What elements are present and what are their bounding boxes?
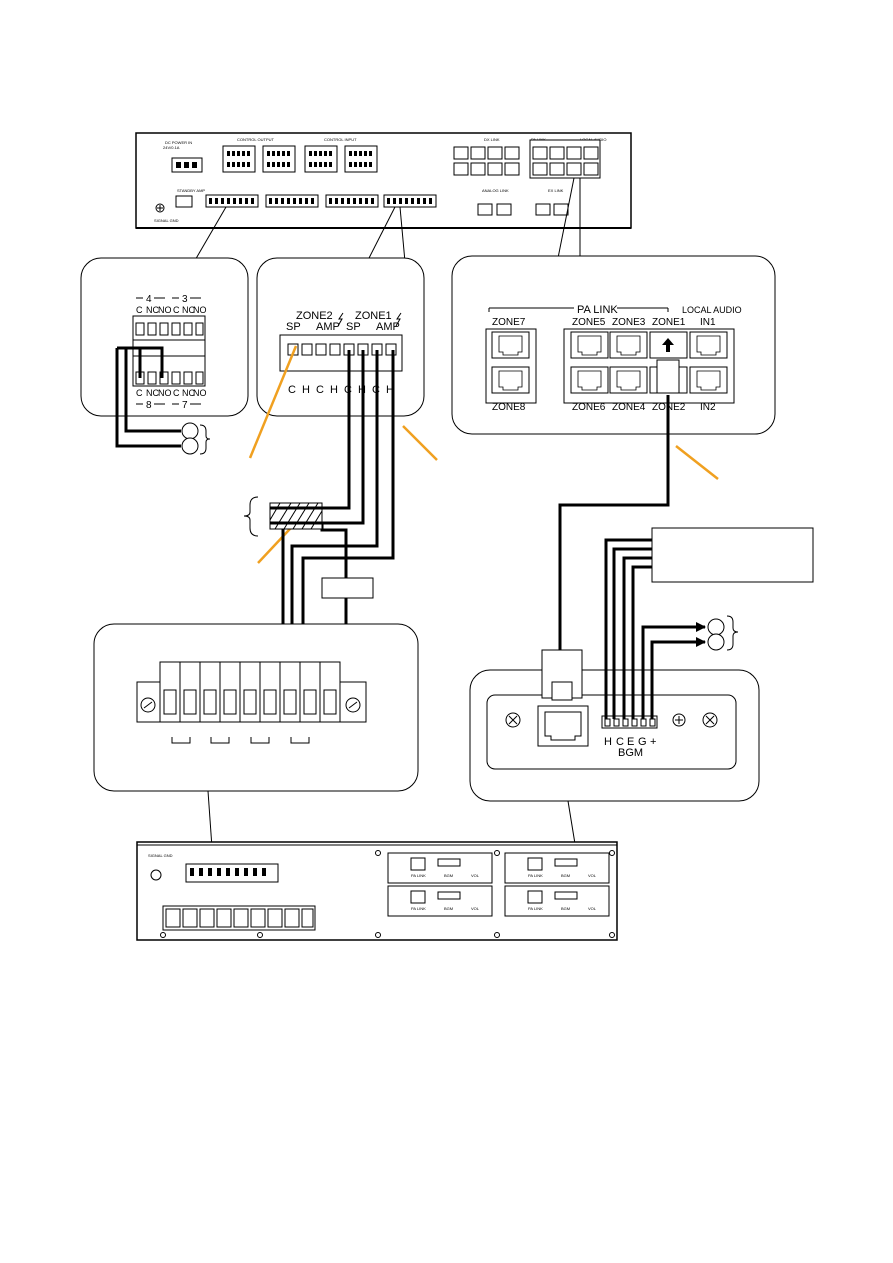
dc-power-sub: 24V/0.1A <box>163 145 180 150</box>
palink-label: PA LINK <box>577 304 618 316</box>
zone6-label: ZONE6 <box>572 402 606 413</box>
bgm-ctrl-circle-1 <box>707 618 725 636</box>
bottom-bgm-4: BGM <box>561 906 570 911</box>
zone2-label: ZONE2 <box>296 310 333 322</box>
dx-link-label: DX LINK <box>484 137 500 142</box>
contact-circle-2 <box>181 437 199 455</box>
bottom-palink-4: PA LINK <box>528 906 543 911</box>
relay-top-term-3: NO <box>158 305 172 315</box>
zone-term-2: H <box>302 384 310 396</box>
standby-amp-label: STANDBY AMP <box>177 188 205 193</box>
relay-bottom-term-2: NC <box>146 388 159 398</box>
bgm-ctrl-brace <box>726 615 739 651</box>
bgm-term-e: E <box>627 736 634 748</box>
top-rear-panel: DC POWER IN 24V/0.1A CONTROL OUTPUT CONT… <box>135 132 632 229</box>
signal-gnd-top: SIGNAL GND <box>154 218 179 223</box>
bottom-vol-3: VOL <box>471 906 480 911</box>
relay-bottom-term-5: NC <box>182 388 195 398</box>
zone5-label: ZONE5 <box>572 317 606 328</box>
zone1-amp-label: AMP <box>376 321 400 333</box>
zone7-label: ZONE7 <box>492 317 526 328</box>
bgm-term-c: C <box>616 736 624 748</box>
bottom-palink-1: PA LINK <box>411 873 426 878</box>
zone1-jack-label: ZONE1 <box>652 317 686 328</box>
zone-terminal-callout: ZONE2 ZONE1 SP AMP SP AMP C H C H C H C … <box>256 257 425 417</box>
bottom-vol-4: VOL <box>588 906 597 911</box>
zone4-label: ZONE4 <box>612 402 646 413</box>
relay-top-term-5: NC <box>182 305 195 315</box>
bottom-vol-2: VOL <box>588 873 597 878</box>
control-input-wires <box>641 625 705 719</box>
bgm-callout: H C E G + BGM <box>469 669 760 802</box>
relay-bottom-term-6: NO <box>193 388 207 398</box>
zone1-label: ZONE1 <box>355 310 392 322</box>
bottom-vol-1: VOL <box>471 873 480 878</box>
local-audio-label: LOCAL AUDIO <box>682 305 742 315</box>
contact-circle-1 <box>181 422 199 440</box>
bgm-source-box <box>651 527 814 583</box>
in2-label: IN2 <box>700 402 716 413</box>
zone8-label: ZONE8 <box>492 402 526 413</box>
amp-terminal-callout <box>93 623 419 792</box>
zone2-sp-label: SP <box>286 321 301 333</box>
relay-top-term-6: NO <box>193 305 207 315</box>
bottom-bgm-2: BGM <box>561 873 570 878</box>
bottom-bgm-3: BGM <box>444 906 453 911</box>
in1-label: IN1 <box>700 317 716 328</box>
signal-gnd-bottom: SIGNAL GND <box>148 853 173 858</box>
relay-bottom-term-4: C <box>173 388 180 398</box>
relay-group-4: 4 <box>146 294 152 305</box>
relay-group-8: 8 <box>146 400 152 411</box>
bgm-wires <box>604 538 652 719</box>
bgm-term-g: G <box>638 736 647 748</box>
relay-top-term-1: C <box>136 305 143 315</box>
relay-bottom-term-3: NO <box>158 388 172 398</box>
control-input-label: CONTROL INPUT <box>324 137 357 142</box>
relay-top-term-4: C <box>173 305 180 315</box>
bottom-rear-panel: SIGNAL GND PA LINK BGM VOL PA LINK BGM V… <box>136 841 618 941</box>
relay-group-3: 3 <box>182 294 188 305</box>
dc-power-label: DC POWER IN <box>165 140 192 145</box>
analog-link-label: ANALOG LINK <box>482 188 509 193</box>
inline-box <box>321 577 374 599</box>
palink-callout: PA LINK LOCAL AUDIO ZONE7 ZONE5 ZONE3 ZO… <box>451 255 776 435</box>
bgm-label: BGM <box>618 747 643 759</box>
zone1-sp-label: SP <box>346 321 361 333</box>
bottom-bgm-1: BGM <box>444 873 453 878</box>
bottom-palink-2: PA LINK <box>528 873 543 878</box>
bgm-term-plus: + <box>650 736 656 748</box>
palink-cable <box>558 395 670 650</box>
zone2-amp-label: AMP <box>316 321 340 333</box>
bgm-ctrl-circle-2 <box>707 633 725 651</box>
zone-term-1: C <box>288 384 296 396</box>
relay-top-term-2: NC <box>146 305 159 315</box>
zone-term-3: C <box>316 384 324 396</box>
bottom-palink-3: PA LINK <box>411 906 426 911</box>
contact-brace <box>199 424 211 455</box>
speaker-wires <box>270 350 395 700</box>
ex-link-label: EX LINK <box>548 188 564 193</box>
zone-term-8: H <box>386 384 394 396</box>
bgm-term-h: H <box>604 736 612 748</box>
control-output-label: CONTROL OUTPUT <box>237 137 275 142</box>
cable-brace <box>243 496 259 537</box>
relay-bottom-term-1: C <box>136 388 143 398</box>
zone-term-4: H <box>330 384 338 396</box>
zone3-label: ZONE3 <box>612 317 646 328</box>
relay-group-7: 7 <box>182 400 188 411</box>
relay-terminal-callout: 4 3 C NC NO C NC NO C NC NO C NC NO 8 7 <box>80 257 249 417</box>
